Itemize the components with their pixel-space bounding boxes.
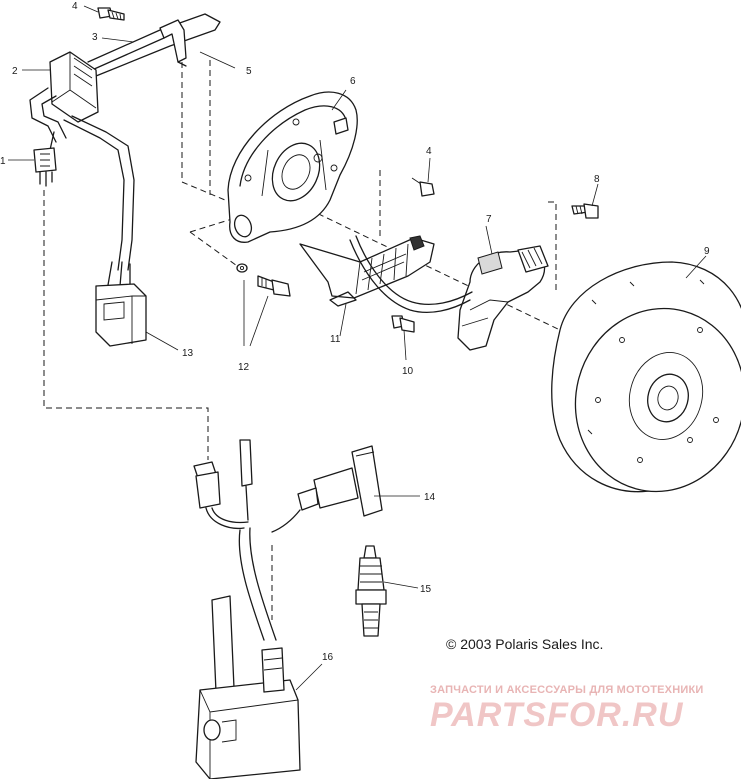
callout-4-top: 4 [72, 1, 78, 12]
callout-5: 5 [246, 66, 252, 77]
pickup-coil [457, 245, 549, 351]
callout-4-mid: 4 [426, 146, 432, 157]
copyright-notice: © 2003 Polaris Sales Inc. [446, 636, 604, 652]
callout-7: 7 [486, 214, 492, 225]
spark-plug [355, 545, 387, 637]
connector-plug [33, 131, 57, 187]
ignition-wiring [193, 439, 277, 641]
callout-10: 10 [402, 366, 414, 377]
screw-mid [411, 177, 435, 197]
ignition-coil-unit [195, 595, 301, 780]
callout-numbers: 1 2 3 4 4 5 6 7 8 9 10 11 12 13 14 15 16 [0, 1, 710, 663]
flywheel [551, 261, 741, 493]
wire-harness-main [63, 115, 147, 347]
watermark-tagline: ЗАПЧАСТИ И АКСЕССУАРЫ ДЛЯ МОТОТЕХНИКИ [430, 684, 704, 696]
callout-6: 6 [350, 76, 356, 87]
wire-harness-top [87, 13, 221, 77]
spark-plug-cap [271, 445, 383, 533]
callout-12: 12 [238, 362, 250, 373]
voltage-regulator [29, 51, 99, 143]
callout-9: 9 [704, 246, 710, 257]
callout-11: 11 [330, 334, 341, 345]
stator-plate [227, 91, 358, 243]
stator-lead-wire [349, 235, 473, 313]
assembly-guide-lines [43, 60, 561, 620]
callout-13: 13 [182, 348, 194, 359]
callout-3: 3 [92, 32, 98, 43]
callout-8: 8 [594, 174, 600, 185]
callout-16: 16 [322, 652, 334, 663]
screw-top [97, 7, 125, 21]
callout-2: 2 [12, 66, 18, 77]
leader-lines [8, 5, 707, 691]
screw-right [571, 203, 599, 219]
callout-14: 14 [424, 492, 436, 503]
pickup-bracket [299, 235, 435, 307]
screw-and-washer [236, 263, 291, 297]
watermark-logo: PARTSFOR.RU [430, 696, 684, 734]
callout-1: 1 [0, 156, 6, 167]
callout-15: 15 [420, 584, 432, 595]
screw-bottom-mid [391, 315, 415, 333]
